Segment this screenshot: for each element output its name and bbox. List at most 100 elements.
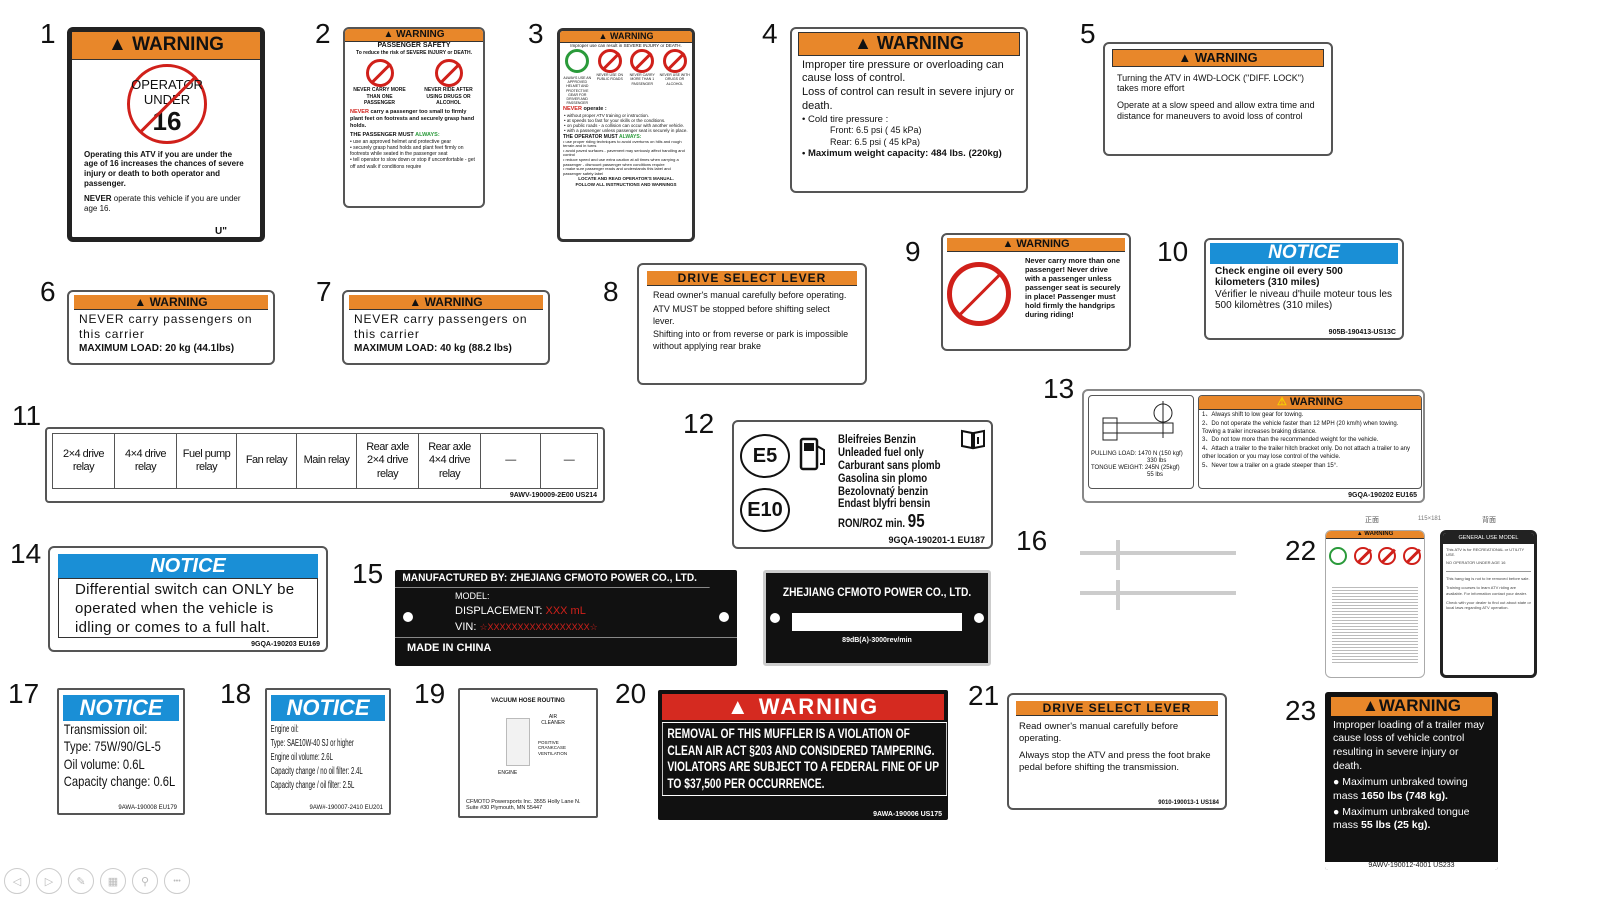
warning-header: ▲ WARNING	[947, 238, 1125, 253]
helmet-icon	[565, 49, 590, 74]
warning-header: ▲ WARNING	[72, 32, 260, 60]
icon-caption: ALWAYS USE AN APPROVED HELMET AND PROTEC…	[563, 75, 592, 106]
diagram-label: ENGINE	[498, 770, 518, 776]
label-relay-layout: 2×4 drive relay 4×4 drive relay Fuel pum…	[45, 427, 605, 503]
list-item: Read owner's manual carefully before ope…	[653, 290, 847, 301]
icon-caption: NEVER CARRY MORE THAN 1 PASSENGER	[629, 73, 655, 86]
back-text: Check with your dealer to find out about…	[1446, 599, 1531, 610]
label-differential-notice: NOTICE Differential switch can ONLY be o…	[48, 546, 328, 652]
label-nameplate: MANUFACTURED BY: ZHEJIANG CFMOTO POWER C…	[395, 570, 737, 666]
label-number: 14	[10, 538, 42, 569]
label-number: 21	[968, 680, 1000, 711]
tongue-label: TONGUE WEIGHT:	[1091, 465, 1144, 472]
pulling-label: PULLING LOAD:	[1091, 450, 1137, 457]
list-item: • use an approved helmet and protective …	[350, 138, 451, 145]
label-tire-pressure: ▲ WARNING Improper tire pressure or over…	[790, 27, 1028, 193]
label-fuel: E5 E10 Bleifreies Benzin Unleaded fuel o…	[732, 420, 993, 549]
zoom-button[interactable]: ⚲	[132, 868, 158, 894]
header-text: WARNING	[424, 295, 483, 309]
list-item: Always stop the ATV and press the foot b…	[1019, 750, 1211, 773]
always-word: ALWAYS:	[619, 133, 642, 140]
front-caption: 正面	[1365, 517, 1379, 524]
icon-caption: NEVER USE WITH DRUGS OR ALCOHOL	[659, 73, 690, 86]
header-text: WARNING	[1194, 50, 1258, 65]
header-text: WARNING	[609, 31, 654, 41]
list-item: • avoid paved surfaces - pavement may se…	[563, 147, 685, 158]
label-number: 6	[40, 276, 56, 307]
no-operator-under-16-icon: OPERATOR UNDER 16	[127, 63, 207, 144]
label-number: 9	[905, 236, 921, 267]
notice-text: Check engine oil every 500 kilometers (3…	[1215, 265, 1343, 289]
label-number: 7	[316, 276, 332, 307]
previous-button[interactable]: ◁	[4, 868, 30, 894]
label-header: DRIVE SELECT LEVER	[647, 271, 857, 287]
part-code: 9GQA-190202 EU165	[1348, 491, 1417, 499]
part-code: 9GQA-190203 EU169	[251, 640, 320, 648]
list-item: • make sure passenger reads and understa…	[563, 166, 671, 176]
back-text: This ATV is for RECREATIONAL or UTILITY …	[1446, 546, 1525, 557]
warning-header: ▲ WARNING	[798, 32, 1020, 56]
no-sign-icon	[1378, 547, 1397, 566]
hang-tag-front: ▲ WARNING	[1325, 530, 1425, 678]
warning-text: Operate at a slow speed and allow extra …	[1117, 100, 1315, 121]
list-item: Read owner's manual carefully before ope…	[1019, 721, 1179, 744]
gallery-button[interactable]: ▦	[100, 868, 126, 894]
next-button[interactable]: ▷	[36, 868, 62, 894]
cold-tire-pressure: • Cold tire pressure :	[802, 113, 889, 125]
tongue-lbs: 55 lbs	[1147, 472, 1164, 479]
label-drive-select-lever-2: DRIVE SELECT LEVER Read owner's manual c…	[1007, 693, 1227, 810]
warning-header: ▲ WARNING	[560, 31, 692, 43]
front-pressure: Front: 6.5 psi ( 45 kPa)	[830, 125, 922, 136]
list-item: 5、Never tow a trailer on a grade steeper…	[1202, 462, 1338, 469]
label-number: 17	[8, 678, 40, 709]
rivet-hole	[403, 612, 413, 622]
part-code: 9010-190013-1 US184	[1158, 799, 1219, 806]
relay-cell: Main relay	[297, 434, 357, 488]
model-label: MODEL:	[455, 591, 490, 602]
displacement-value: XXX mL	[545, 604, 586, 617]
fuel-text: Carburant sans plomb	[838, 459, 941, 472]
label-carrier-20kg: ▲ WARNING NEVER carry passengers on this…	[67, 290, 275, 365]
oil-spec: Oil volume: 0.6L	[63, 755, 145, 772]
list-item: 3、Do not tow more than the recommended w…	[1202, 437, 1379, 444]
list-item: 2、Do not operate the vehicle faster than…	[1202, 420, 1399, 435]
relay-cell: Fan relay	[237, 434, 297, 488]
label-engine-oil: NOTICE Engine oil:Type: SAE10W-40 SJ or …	[265, 688, 391, 815]
part-code: 9AW#-190007-2410 EU201	[309, 804, 384, 811]
warning-header: ▲ WARNING	[1326, 531, 1424, 540]
fuel-text: Endast blyfri bensin	[838, 498, 931, 511]
relay-cell: Rear axle 4×4 drive relay	[419, 434, 481, 488]
never-text: NEVER operate this vehicle if you are un…	[72, 194, 260, 213]
pulling-value: 1470 N (150 kgf)	[1138, 450, 1183, 457]
label-diff-lock: ▲ WARNING Turning the ATV in 4WD-LOCK ("…	[1103, 42, 1333, 156]
no-drugs-alcohol-icon	[434, 59, 463, 88]
no-sign-icon	[1402, 547, 1421, 566]
notice-text: Differential switch can ONLY be operated…	[58, 578, 318, 638]
sign-text: UNDER	[143, 92, 191, 108]
oil-spec: Type: 75W/90/GL-5	[63, 738, 161, 755]
part-code: 9AWV-190012-4001 US233	[1325, 861, 1498, 870]
sign-text: 16	[152, 105, 182, 136]
address: CFMOTO Powersports Inc. 3555 Holly Lane …	[466, 798, 581, 812]
oil-spec: Capacity change / no oil filter: 2.4L	[270, 766, 363, 778]
more-button[interactable]: •••	[164, 868, 190, 894]
label-carrier-40kg: ▲ WARNING NEVER carry passengers on this…	[342, 290, 550, 365]
back-text: Training courses to learn ATV riding are…	[1446, 585, 1527, 596]
back-caption: 背面	[1482, 517, 1496, 524]
label-trailer-loading: ▲WARNING Improper loading of a trailer m…	[1325, 692, 1498, 870]
icon-caption: NEVER RIDE AFTER USING DRUGS OR ALCOHOL	[424, 87, 473, 106]
sign-text: OPERATOR	[131, 76, 203, 92]
label-number: 19	[414, 678, 446, 709]
warning-text: Turning the ATV in 4WD-LOCK ("DIFF. LOCK…	[1117, 72, 1304, 94]
vin-value: ☆XXXXXXXXXXXXXXXXX☆	[479, 622, 598, 633]
list-item: • reduce speed and use extra caution at …	[563, 156, 679, 167]
noise-level: 89dB(A)-3000rev/min	[842, 637, 912, 645]
max-load: MAXIMUM LOAD: 20 kg (44.1lbs)	[79, 343, 235, 355]
pulling-lbs: 330 lbs	[1147, 457, 1167, 464]
edit-button[interactable]: ✎	[68, 868, 94, 894]
oil-spec: Type: SAE10W-40 SJ or higher	[270, 738, 354, 750]
always-word: ALWAYS:	[415, 131, 440, 138]
icon-caption: NEVER CARRY MORE THAN ONE PASSENGER	[353, 87, 406, 106]
